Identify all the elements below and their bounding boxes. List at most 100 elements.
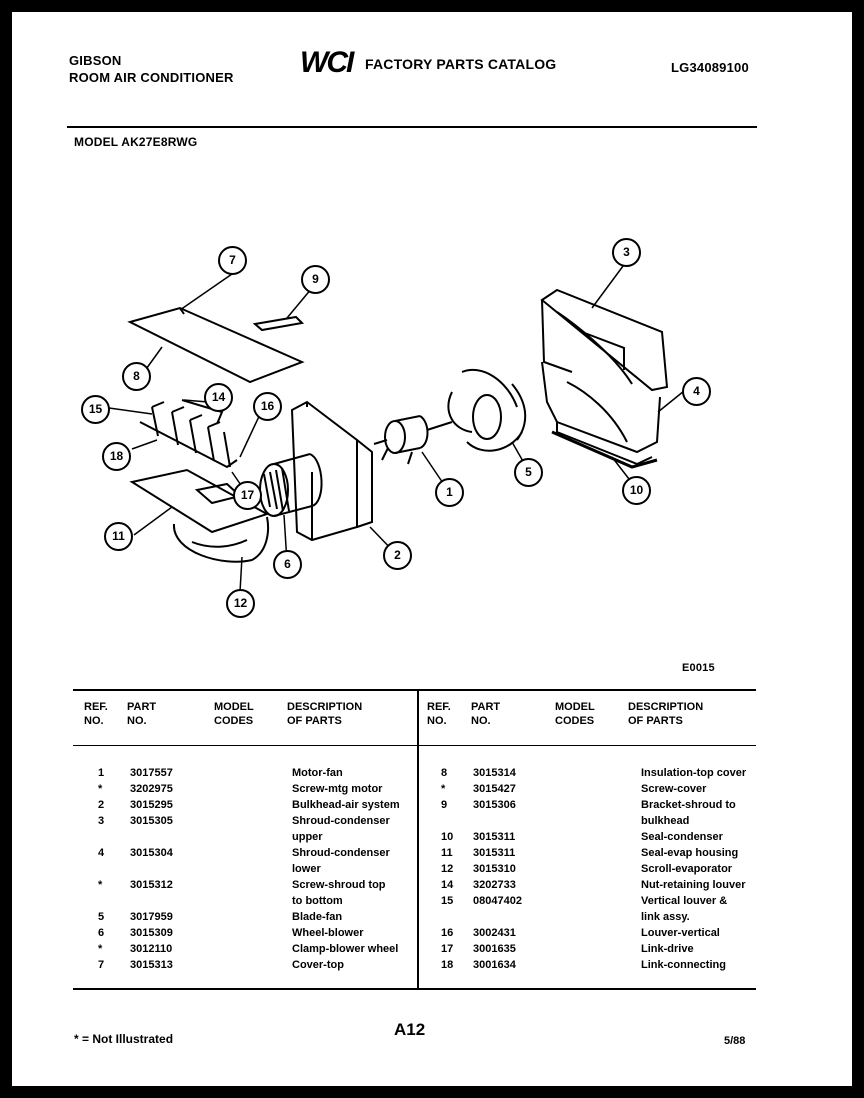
- callout-5: 5: [514, 458, 543, 487]
- parts-cell-desc: Shroud-condenser: [292, 815, 390, 827]
- parts-cell-desc: Wheel-blower: [292, 927, 364, 939]
- parts-cell-ref: 4: [98, 847, 105, 859]
- parts-cell-ref: 16: [441, 927, 454, 939]
- parts-cell-ref: 2: [98, 799, 105, 811]
- parts-cell-part: 3015312: [130, 879, 173, 891]
- parts-cell-part: 3001635: [473, 943, 516, 955]
- parts-cell-ref: 5: [98, 911, 105, 923]
- parts-cell-part: 3015311: [473, 831, 516, 843]
- product-name: ROOM AIR CONDITIONER: [69, 70, 234, 85]
- parts-cell-ref: 3: [98, 815, 105, 827]
- callout-11: 11: [104, 522, 133, 551]
- parts-cell-desc: Screw-cover: [641, 783, 707, 795]
- left-desc-header: DESCRIPTION OF PARTS: [287, 701, 363, 727]
- parts-cell-part: 3012110: [130, 943, 173, 955]
- parts-cell-ref: 7: [98, 959, 105, 971]
- parts-cell-ref: 8: [441, 767, 448, 779]
- table-top-rule: [73, 689, 756, 691]
- parts-row: lower: [12, 861, 417, 877]
- parts-cell-desc: Vertical louver &: [641, 895, 728, 907]
- right-desc-header: DESCRIPTION OF PARTS: [628, 701, 704, 727]
- parts-row: bulkhead: [417, 813, 852, 829]
- callout-8: 8: [122, 362, 151, 391]
- parts-cell-ref: 12: [441, 863, 454, 875]
- bulkhead-shape: [290, 400, 373, 542]
- parts-row: 14 3202733 Nut-retaining louver: [417, 877, 852, 893]
- parts-cell-part: 3202975: [130, 783, 173, 795]
- parts-cell-ref: 14: [441, 879, 454, 891]
- parts-cell-ref: *: [98, 783, 103, 795]
- parts-cell-ref: 1: [98, 767, 105, 779]
- parts-cell-part: 3017959: [130, 911, 173, 923]
- callout-9: 9: [301, 265, 330, 294]
- parts-cell-desc: link assy.: [641, 911, 690, 923]
- parts-cell-part: 3015304: [130, 847, 173, 859]
- parts-cell-desc: Clamp-blower wheel: [292, 943, 399, 955]
- table-bottom-rule: [73, 988, 756, 990]
- parts-row: to bottom: [12, 893, 417, 909]
- parts-row: 3 3015305 Shroud-condenser: [12, 813, 417, 829]
- parts-cell-part: 08047402: [473, 895, 522, 907]
- callout-10: 10: [622, 476, 651, 505]
- page-number: A12: [394, 1020, 426, 1039]
- callout-2: 2: [383, 541, 412, 570]
- brand-name: GIBSON: [69, 53, 122, 68]
- parts-cell-desc: Scroll-evaporator: [641, 863, 733, 875]
- callout-7: 7: [218, 246, 247, 275]
- parts-row: link assy.: [417, 909, 852, 925]
- parts-cell-desc: Louver-vertical: [641, 927, 720, 939]
- parts-cell-desc: Cover-top: [292, 959, 344, 971]
- header-rule: [67, 126, 757, 128]
- bracket-shape: [252, 315, 305, 332]
- callout-15: 15: [81, 395, 110, 424]
- parts-cell-part: 3015313: [130, 959, 173, 971]
- catalog-title: FACTORY PARTS CATALOG: [365, 56, 557, 72]
- parts-cell-ref: 10: [441, 831, 454, 843]
- callout-12: 12: [226, 589, 255, 618]
- parts-cell-desc: Screw-shroud top: [292, 879, 386, 891]
- parts-cell-desc: Link-connecting: [641, 959, 726, 971]
- parts-cell-desc: Bulkhead-air system: [292, 799, 400, 811]
- parts-cell-desc: Insulation-top cover: [641, 767, 747, 779]
- parts-cell-desc: Shroud-condenser: [292, 847, 390, 859]
- parts-cell-desc: bulkhead: [641, 815, 690, 827]
- parts-row: upper: [12, 829, 417, 845]
- left-model-header: MODEL CODES: [214, 701, 254, 727]
- parts-row: 7 3015313 Cover-top: [12, 957, 417, 973]
- parts-cell-desc: Link-drive: [641, 943, 694, 955]
- parts-cell-part: 3202733: [473, 879, 516, 891]
- parts-cell-part: 3015314: [473, 767, 516, 779]
- parts-cell-ref: 11: [441, 847, 453, 859]
- parts-row: 4 3015304 Shroud-condenser: [12, 845, 417, 861]
- right-part-header: PART NO.: [471, 701, 501, 727]
- parts-cell-desc: lower: [292, 863, 321, 875]
- fan-blade-shape: [447, 369, 527, 452]
- parts-cell-desc: Blade-fan: [292, 911, 343, 923]
- scroll-evap-shape: [172, 516, 270, 563]
- table-header-rule: [73, 745, 756, 746]
- callout-18: 18: [102, 442, 131, 471]
- parts-cell-desc: Nut-retaining louver: [641, 879, 746, 891]
- parts-cell-ref: 17: [441, 943, 454, 955]
- parts-cell-part: 3002431: [473, 927, 516, 939]
- right-ref-header: REF. NO.: [427, 701, 451, 727]
- parts-cell-ref: 9: [441, 799, 448, 811]
- parts-row: 5 3017959 Blade-fan: [12, 909, 417, 925]
- parts-cell-part: 3017557: [130, 767, 173, 779]
- date-code: 5/88: [724, 1035, 746, 1047]
- blower-wheel-shape: [259, 453, 323, 517]
- parts-cell-part: 3015305: [130, 815, 173, 827]
- callout-4: 4: [682, 377, 711, 406]
- fan-motor-shape: [373, 415, 453, 465]
- parts-cell-ref: 18: [441, 959, 454, 971]
- wci-logo: WCI: [300, 46, 354, 79]
- model-label: MODEL AK27E8RWG: [74, 135, 198, 149]
